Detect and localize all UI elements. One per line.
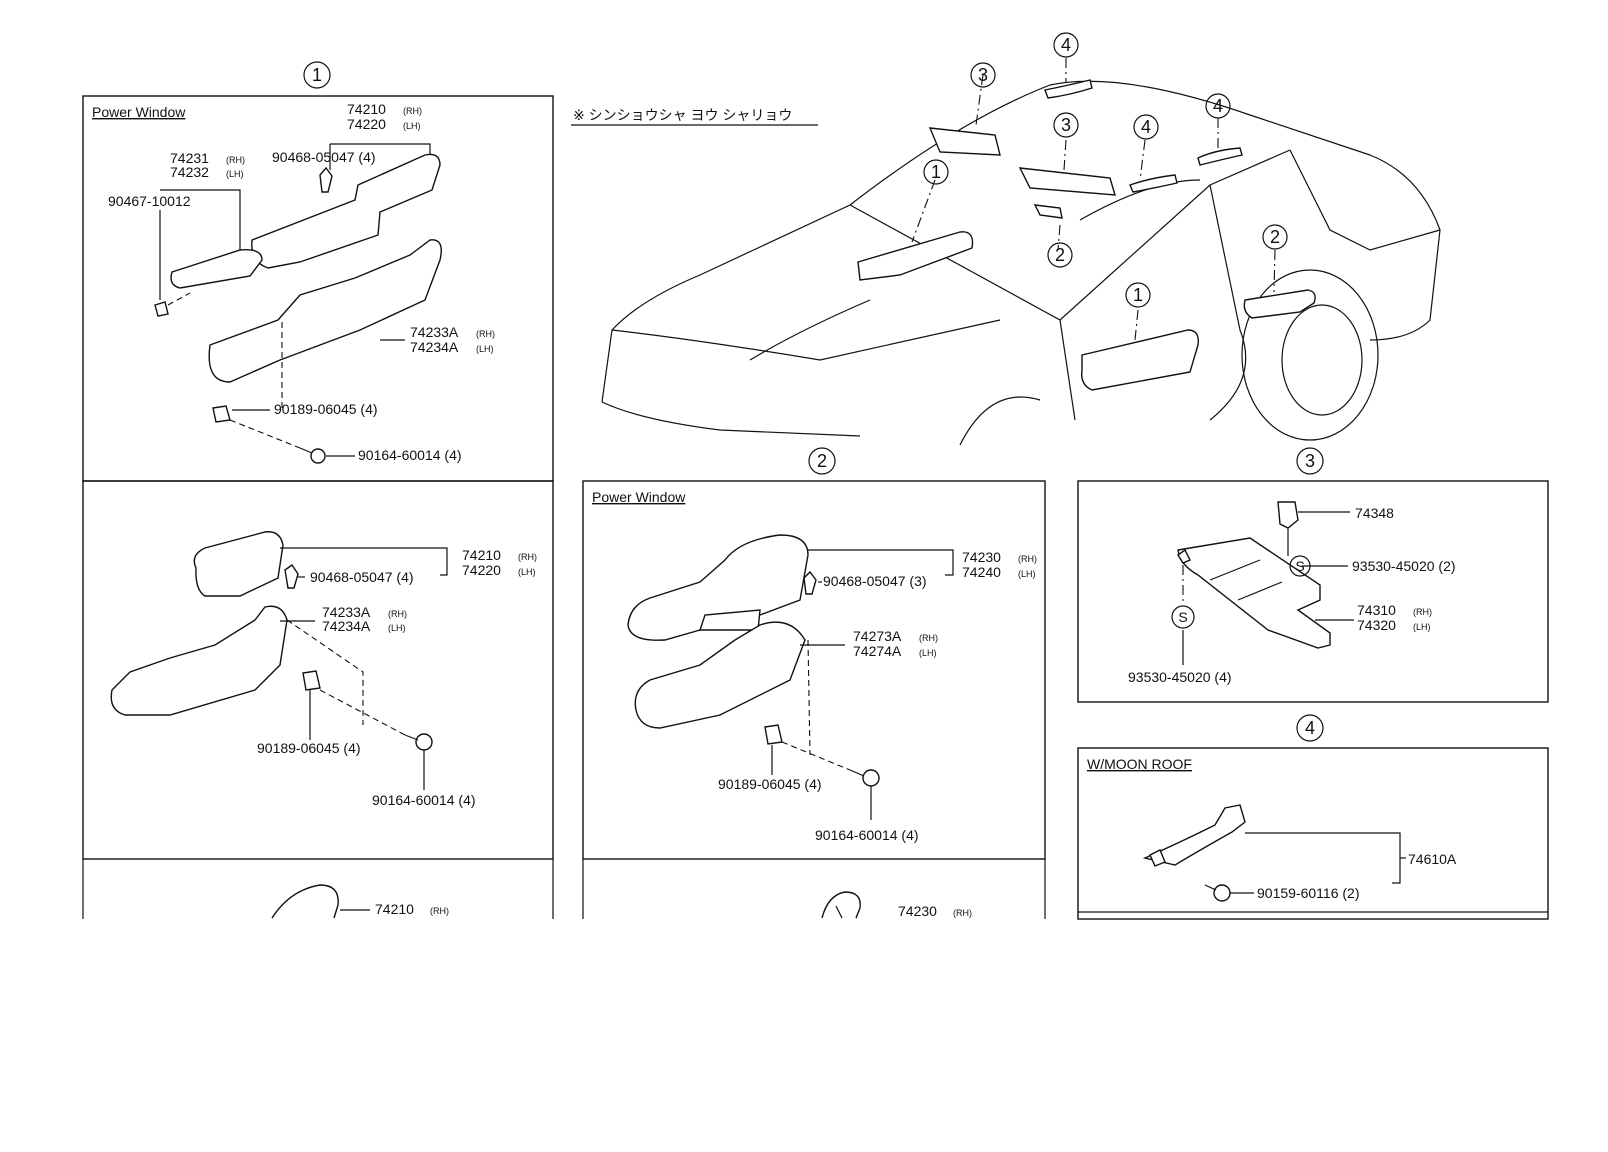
panel-header: Power Window [92, 104, 186, 120]
panel-1-bottom: 74210 (RH) [82, 859, 554, 919]
part-label: 74273A [853, 628, 902, 644]
part-label: 74220 [462, 562, 501, 578]
part-label: (LH) [518, 567, 536, 577]
part-label: (RH) [476, 329, 495, 339]
panel-header: W/MOON ROOF [1087, 756, 1192, 772]
section-number-1: 1 [312, 65, 322, 85]
part-label: 74231 [170, 150, 209, 166]
part-label: 74233A [410, 324, 459, 340]
part-label: 90468-05047 (4) [310, 569, 414, 585]
part-label: (LH) [1413, 622, 1431, 632]
part-label: 74232 [170, 164, 209, 180]
part-label: 3 [978, 65, 988, 85]
part-label: (RH) [953, 908, 972, 918]
part-label: (LH) [226, 169, 244, 179]
part-label: 90164-60014 (4) [815, 827, 919, 843]
section-number-2: 2 [817, 451, 827, 471]
part-label: S [1178, 609, 1187, 625]
part-label: 90164-60014 (4) [372, 792, 476, 808]
part-label: 2 [1270, 227, 1280, 247]
section-number-3: 3 [1305, 451, 1315, 471]
panel-1-mid: 74210 (RH) 74220 (LH) 90468-05047 (4) 74… [82, 480, 554, 860]
part-label: (LH) [476, 344, 494, 354]
part-label: 74610A [1408, 851, 1457, 867]
note-japanese: ※ シンショウシャ ヨウ シャリョウ [573, 107, 792, 123]
part-label: 93530-45020 (2) [1352, 558, 1456, 574]
part-label: (LH) [388, 623, 406, 633]
part-label: 90467-10012 [108, 193, 191, 209]
part-label: (RH) [403, 106, 422, 116]
part-label: (LH) [403, 121, 421, 131]
section-number-4: 4 [1305, 718, 1315, 738]
part-label: 74230 [962, 549, 1001, 565]
part-label: (RH) [430, 906, 449, 916]
part-label: 90189-06045 (4) [718, 776, 822, 792]
car-overview: ※ シンショウシャ ヨウ シャリョウ [571, 32, 1441, 446]
s-mark: S S [1171, 555, 1311, 629]
part-label: (LH) [919, 648, 937, 658]
part-label: 1 [931, 162, 941, 182]
part-label: 3 [1061, 115, 1071, 135]
part-label: 4 [1061, 35, 1071, 55]
part-label: 90189-06045 (4) [274, 401, 378, 417]
part-label: 4 [1141, 117, 1151, 137]
part-label: 74230 [898, 903, 937, 919]
part-label: 74220 [347, 116, 386, 132]
part-label: 90159-60116 (2) [1257, 885, 1359, 901]
panel-2: 2 Power Window 74230 (RH) 74240 (LH) 904… [582, 447, 1046, 860]
callout-circle: 3 4 3 4 4 1 2 1 2 [923, 32, 1288, 308]
part-label: 74348 [1355, 505, 1394, 521]
part-label: 74240 [962, 564, 1001, 580]
panel-4: 4 W/MOON ROOF 74610A 90159-60116 (2) [1077, 714, 1549, 920]
panel-1-top: 1 Power Window 74210 (RH) 74220 (LH) 904… [82, 61, 554, 482]
panel-2-bottom: 74230 (RH) [582, 859, 1046, 919]
part-label: 90468-05047 (4) [272, 149, 376, 165]
part-label: S [1295, 558, 1304, 574]
part-label: (RH) [919, 633, 938, 643]
part-label: 74234A [322, 618, 371, 634]
part-label: (RH) [388, 609, 407, 619]
part-label: 74210 [347, 101, 386, 117]
part-label: 74274A [853, 643, 902, 659]
panel-header: Power Window [592, 489, 686, 505]
part-label: (RH) [518, 552, 537, 562]
part-label: 90189-06045 (4) [257, 740, 361, 756]
part-label: 1 [1133, 285, 1143, 305]
part-label: 2 [1055, 245, 1065, 265]
part-label: 74233A [322, 604, 371, 620]
panel-3: 3 S S 74348 93530-45020 (2) 74310 (RH) 7… [1077, 447, 1549, 703]
part-label: 74320 [1357, 617, 1396, 633]
part-label: 74210 [375, 901, 414, 917]
part-label: (LH) [1018, 569, 1036, 579]
part-label: 74234A [410, 339, 459, 355]
part-label: 93530-45020 (4) [1128, 669, 1232, 685]
part-label: 74210 [462, 547, 501, 563]
part-label: 90468-05047 (3) [823, 573, 927, 589]
part-label: (RH) [1018, 554, 1037, 564]
part-label: 74310 [1357, 602, 1396, 618]
part-label: (RH) [1413, 607, 1432, 617]
part-label: 90164-60014 (4) [358, 447, 462, 463]
part-label: 4 [1213, 96, 1223, 116]
part-label: (RH) [226, 155, 245, 165]
